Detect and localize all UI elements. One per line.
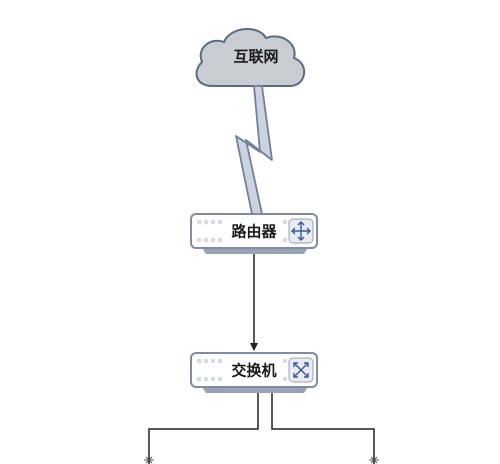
- router-port-dots: [197, 220, 287, 242]
- switch-right-branch-link: [271, 393, 375, 464]
- router-icon: [288, 218, 314, 244]
- left-device-icon: [144, 456, 154, 464]
- router-label: 路由器: [231, 223, 277, 241]
- switch-node[interactable]: 交换机: [190, 352, 318, 393]
- switch-port-dots: [197, 359, 287, 381]
- internet-label: 互联网: [233, 48, 278, 66]
- lightning-bolt-icon: [235, 85, 273, 215]
- switch-icon: [288, 357, 314, 383]
- switch-base: [202, 387, 308, 393]
- switch-left-branch-link: [148, 393, 259, 464]
- cloud-icon: [195, 28, 305, 87]
- internet-node[interactable]: 互联网: [195, 28, 305, 87]
- right-device-icon: [369, 456, 379, 464]
- router-node[interactable]: 路由器: [190, 213, 318, 254]
- router-base: [202, 248, 308, 254]
- switch-label: 交换机: [231, 362, 276, 380]
